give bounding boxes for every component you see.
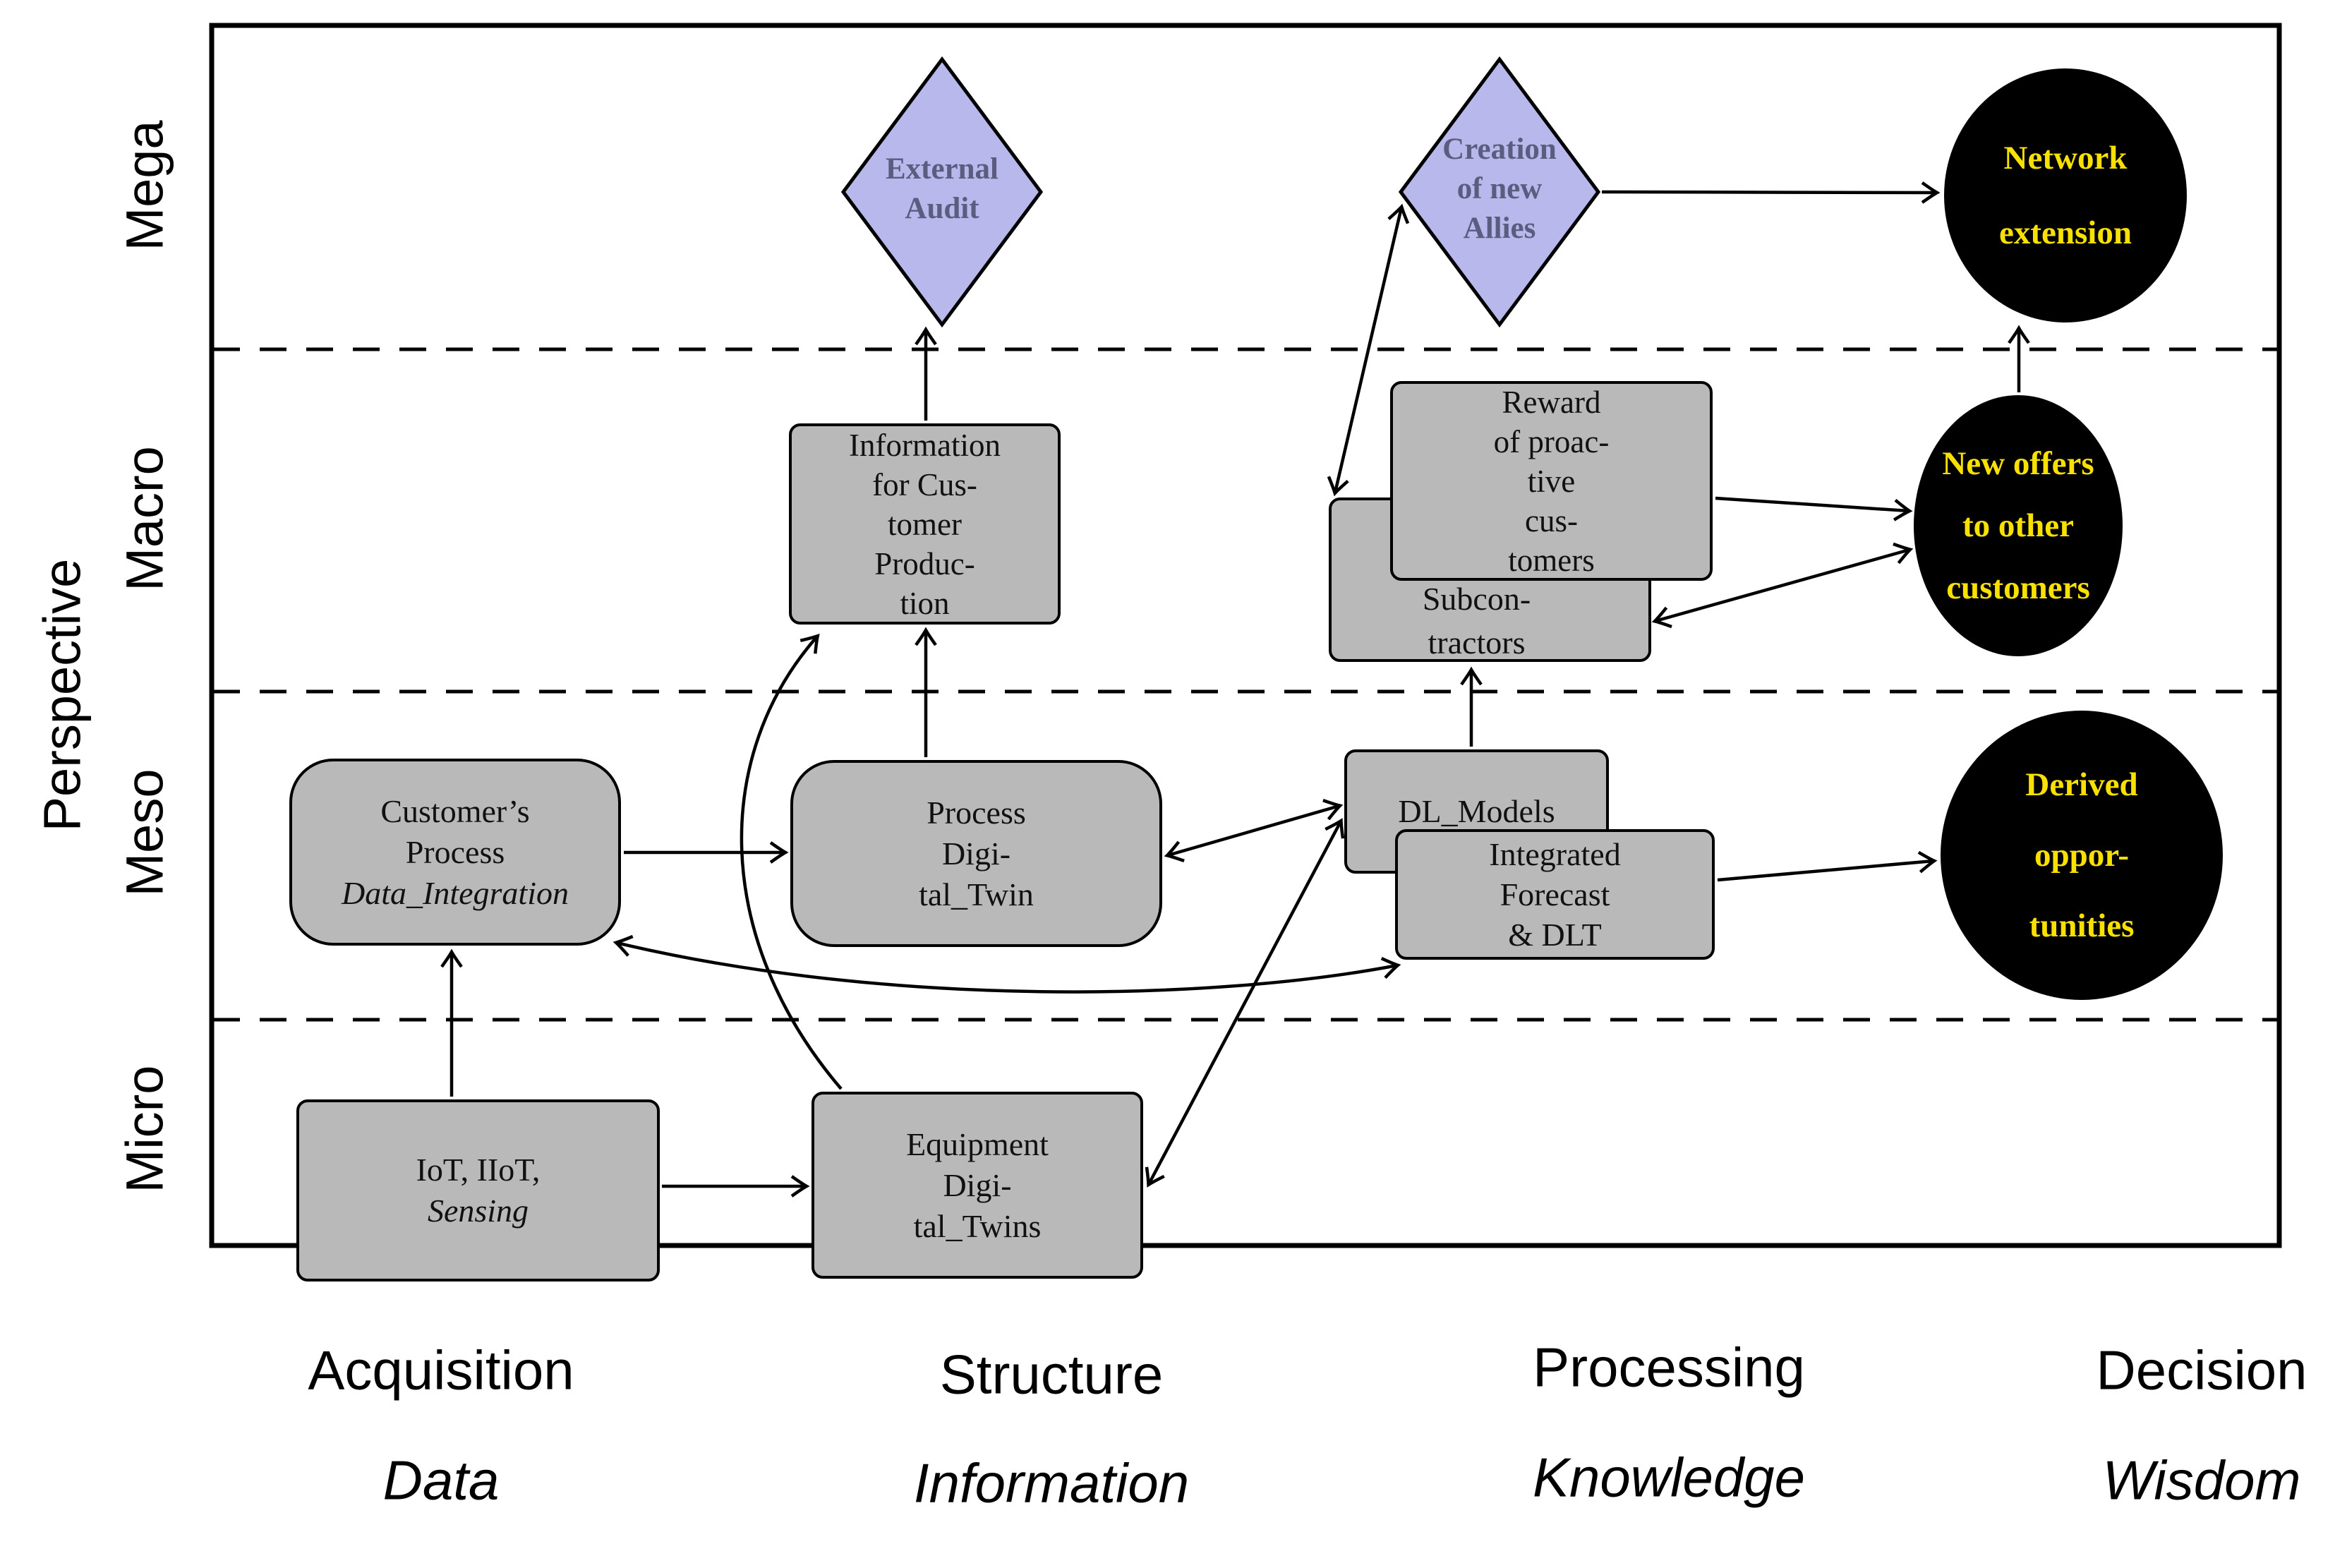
y-axis-title: Perspective [32, 558, 92, 832]
row-label-mega: Mega [115, 120, 174, 251]
customer-box-italic-label: Data_Integration [342, 874, 569, 911]
column-label-structure: Structure [939, 1343, 1164, 1406]
column-sublabel-data: Data [382, 1449, 500, 1512]
row-label-macro: Macro [115, 446, 174, 591]
network-extension-circle: Network extension [1944, 68, 2187, 322]
process-digital-twin-box: Process Digi- tal_Twin [790, 760, 1162, 947]
column-sublabel-wisdom: Wisdom [2102, 1449, 2301, 1512]
row-label-micro: Micro [115, 1065, 174, 1193]
reward-of-proactive-customers-box: Reward of proac- tive cus- tomers [1390, 381, 1713, 581]
column-sublabel-information: Information [913, 1452, 1190, 1514]
column-label-processing: Processing [1533, 1336, 1805, 1399]
network-extension-label: Network extension [1999, 140, 2132, 251]
subcontractors-box-label: Subcon- tractors [1422, 581, 1531, 661]
column-label-decision: Decision [2096, 1339, 2307, 1401]
reward-box-label: Reward of proac- tive cus- tomers [1493, 384, 1610, 578]
derived-opportunities-label: Derived oppor- tunities [2025, 766, 2138, 944]
information-for-customer-production-box: Information for Cus- tomer Produc- tion [789, 423, 1061, 625]
column-sublabel-knowledge: Knowledge [1533, 1446, 1805, 1509]
integrated-forecast-dlt-box: Integrated Forecast & DLT [1395, 829, 1715, 960]
creation-of-new-allies-diamond [1398, 56, 1601, 328]
iot-box-label: IoT, IIoT, [416, 1152, 541, 1188]
customers-process-data-integration-box: Customer’s Process Data_Integration [289, 759, 621, 946]
external-audit-label: External Audit [885, 152, 999, 225]
process-box-label: Process Digi- tal_Twin [919, 794, 1034, 912]
dl-models-box-label: DL_Models [1398, 793, 1555, 829]
new-offers-label: New offers to other customers [1942, 445, 2094, 606]
equipment-digital-twins-box: Equipment Digi- tal_Twins [812, 1092, 1143, 1279]
integrated-box-label: Integrated Forecast & DLT [1489, 836, 1621, 953]
plot-frame [209, 23, 2282, 1248]
equipment-box-label: Equipment Digi- tal_Twins [906, 1126, 1049, 1244]
customer-box-label: Customer’s Process [380, 792, 530, 870]
column-label-acquisition: Acquisition [308, 1339, 574, 1401]
creation-of-new-allies-label: Creation of new Allies [1442, 133, 1557, 245]
derived-opportunities-circle: Derived oppor- tunities [1941, 711, 2223, 1000]
information-box-label: Information for Cus- tomer Produc- tion [849, 427, 1001, 621]
external-audit-diamond [840, 56, 1044, 328]
new-offers-to-other-customers-circle: New offers to other customers [1914, 395, 2123, 656]
iot-box-italic-label: Sensing [427, 1193, 529, 1229]
iot-iiot-sensing-box: IoT, IIoT, Sensing [296, 1099, 660, 1281]
row-label-meso: Meso [115, 768, 174, 897]
